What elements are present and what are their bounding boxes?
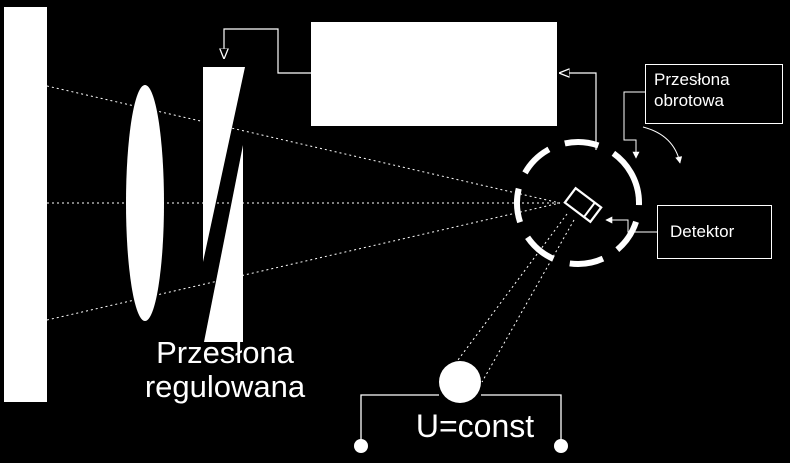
terminal-right: [554, 439, 568, 453]
adjustable-shutter-label-line1: Przesłona: [156, 335, 294, 370]
lamp: [439, 361, 481, 403]
detector-element: [563, 186, 603, 224]
rotating-shutter-label-line2: obrotowa: [654, 91, 724, 110]
detector-label-text: Detektor: [670, 222, 735, 241]
lens: [126, 85, 164, 321]
adjustable-shutter-upper-wedge: [203, 67, 245, 262]
adjustable-shutter-label: Przesłona regulowana: [125, 336, 325, 404]
rotation-direction-arrow: [642, 126, 683, 164]
voltage-label-text: U=const: [415, 408, 535, 444]
adjustable-shutter-lower-wedge: [204, 145, 243, 342]
shutter-control-line: [224, 28, 311, 74]
terminal-left: [354, 439, 368, 453]
detector-label: Detektor: [657, 205, 772, 259]
radiation-source: [4, 7, 47, 402]
adjustable-shutter-label-line2: regulowana: [144, 369, 306, 404]
detector-signal-line: [560, 73, 597, 150]
voltage-label: U=const: [395, 409, 555, 443]
rotating-shutter-label: Przesłona obrotowa: [645, 64, 783, 124]
rotating-shutter: [514, 139, 642, 267]
supply-circuit-right: [481, 394, 562, 444]
controller-block: [311, 22, 557, 126]
supply-circuit: [360, 394, 439, 444]
rotating-shutter-pointer: [623, 91, 645, 159]
rotating-shutter-label-line1: Przesłona: [654, 70, 730, 89]
detector-pointer: [605, 216, 657, 233]
lamp-feed-lines: [451, 213, 575, 383]
